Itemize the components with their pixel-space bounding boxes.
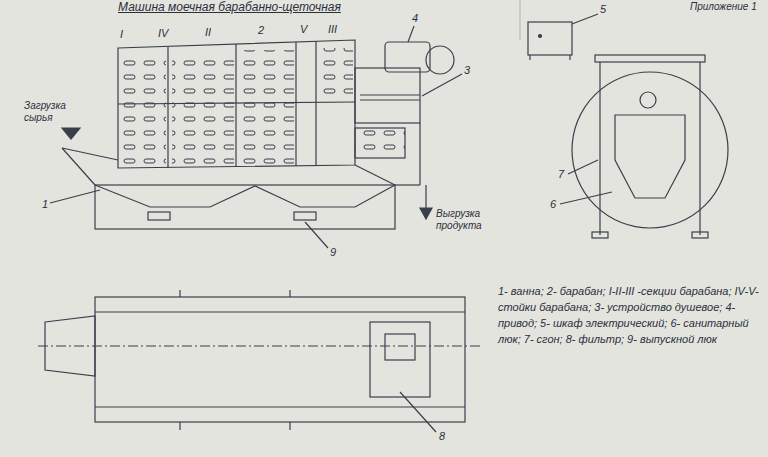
section-number: III [328, 23, 337, 36]
bath-wall [62, 148, 95, 185]
cabinet-lock [539, 35, 542, 38]
leader-line [572, 14, 598, 24]
leader-line [50, 190, 100, 203]
drum-stand-iv [167, 47, 168, 168]
foot [294, 212, 316, 220]
leader-line [408, 26, 414, 42]
callout-number: 9 [330, 246, 336, 259]
shower-pipe [360, 99, 420, 100]
stand-tick [179, 422, 180, 430]
stand-number: IV [158, 27, 168, 40]
frame-post [395, 184, 420, 185]
callout-number: 2 [258, 24, 264, 37]
drum-stand-v [295, 42, 296, 166]
top-view-motor [385, 334, 415, 360]
leader-line [560, 192, 612, 204]
stand-tick [289, 290, 290, 297]
cabinet-foot [529, 55, 530, 60]
shaft [640, 92, 656, 108]
motor [385, 42, 430, 72]
drum-slots [122, 54, 166, 164]
parts-list-note: 1- ванна; 2- барабан; I-II-III -секции б… [498, 284, 762, 348]
bath-bottom [95, 185, 395, 207]
top-view-edge [95, 406, 465, 407]
cabinet-foot [569, 55, 570, 60]
callout-number: 3 [464, 64, 470, 77]
drum-section-line [235, 44, 236, 167]
leader-line [400, 392, 436, 432]
foot [148, 212, 170, 220]
leader-line [568, 160, 598, 174]
frame-brace [355, 165, 395, 185]
drum-slots [240, 50, 294, 164]
drum-section-line [315, 41, 316, 166]
frame-post [599, 62, 600, 235]
callout-number: 7 [558, 168, 564, 181]
drum-outline [118, 40, 355, 168]
sheet-fold [519, 0, 520, 40]
loading-arrow [62, 128, 80, 139]
sheet-note: Приложение 1 [690, 1, 757, 13]
pulley [426, 46, 454, 74]
callout-number: 1 [42, 198, 48, 211]
axis-line [38, 345, 480, 346]
discharge-line [425, 185, 426, 208]
callout-number: 4 [412, 12, 418, 25]
drum-end-slots [355, 128, 405, 158]
discharge-label: Выгрузка продукта [436, 208, 512, 231]
top-view-edge [95, 311, 465, 312]
stand-tick [289, 422, 290, 430]
drawing-title: Машина моечная барабанно-щеточная [118, 1, 341, 15]
stand-number: V [300, 23, 307, 36]
frame-post [419, 123, 420, 185]
drum-end-view [572, 72, 728, 228]
callout-number: 6 [550, 198, 556, 211]
drum-slots [320, 48, 353, 98]
electric-cabinet [528, 22, 572, 55]
bath-frame [95, 185, 395, 229]
stand-tick [179, 290, 180, 297]
foot [592, 232, 608, 238]
foot [692, 232, 708, 238]
leader-line [305, 222, 328, 248]
loading-label: Загрузка сырья [24, 100, 90, 123]
callout-number: 5 [600, 3, 606, 16]
top-view-drive [370, 322, 430, 397]
callout-number: 8 [439, 430, 445, 443]
frame-top [595, 55, 705, 62]
section-number: II [205, 26, 211, 39]
drum-slots [172, 52, 234, 164]
drive-housing [355, 68, 420, 123]
frame-post [699, 62, 700, 235]
discharge-arrow [420, 208, 432, 219]
leader-line [422, 74, 462, 96]
shower-pipe [360, 94, 420, 95]
hopper [615, 115, 685, 198]
section-number: I [120, 28, 123, 41]
